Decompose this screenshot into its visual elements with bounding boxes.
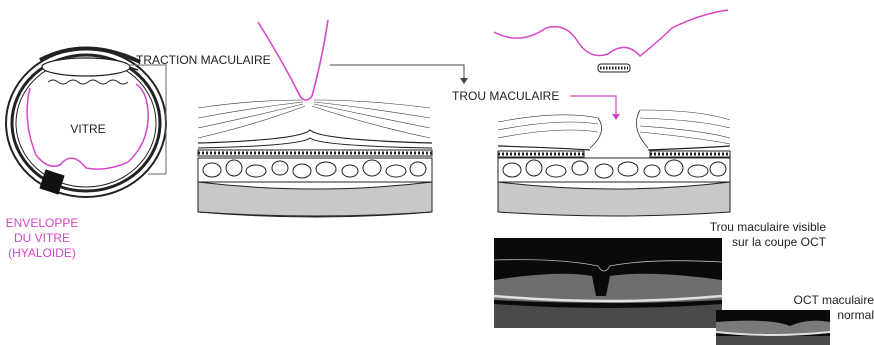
svg-text:(HYALOIDE): (HYALOIDE) (8, 246, 76, 260)
oct-normal-caption-2: normal (837, 308, 874, 322)
vitre-label: VITRE (70, 122, 105, 136)
oct-hole-caption-1: Trou maculaire visible (710, 220, 827, 234)
oct-hole-caption-2: sur la coupe OCT (732, 235, 827, 249)
hole-diagram (494, 10, 730, 216)
oct-normal-caption-1: OCT maculaire (794, 293, 874, 307)
trou-label: TROU MACULAIRE (452, 89, 559, 103)
hyaloid-label: ENVELOPPE DU VITRE (HYALOIDE) (6, 216, 79, 260)
oct-hole-image (494, 238, 722, 328)
transition-arrow (330, 65, 464, 80)
trou-pointer (570, 96, 616, 116)
traction-label: TRACTION MACULAIRE (136, 53, 271, 67)
oct-normal-image (716, 310, 830, 345)
svg-text:DU VITRE: DU VITRE (14, 231, 70, 245)
svg-text:ENVELOPPE: ENVELOPPE (6, 216, 79, 230)
traction-diagram (198, 20, 432, 217)
eye-cross-section: VITRE (6, 48, 166, 197)
detached-hyaloid (494, 10, 728, 56)
